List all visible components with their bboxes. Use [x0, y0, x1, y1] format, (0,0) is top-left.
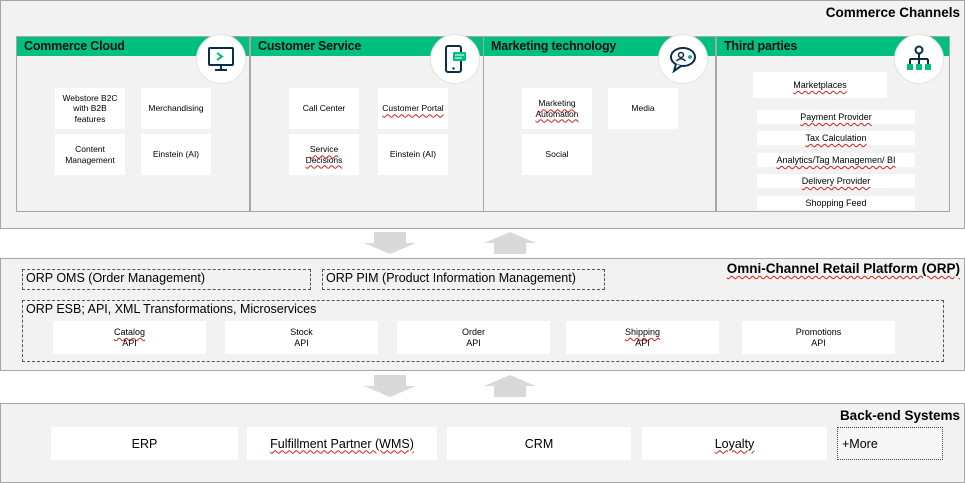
arrow-down-icon	[364, 375, 416, 397]
backend-section: Back-end Systems ERP Fulfillment Partner…	[0, 403, 965, 483]
item-delivery-provider: Delivery Provider	[757, 174, 915, 188]
item-analytics: Analytics/Tag Managemen/ BI	[757, 153, 915, 167]
column-title: Marketing technology	[491, 39, 617, 53]
backend-title: Back-end Systems	[839, 408, 960, 423]
speech-person-icon	[659, 35, 707, 83]
api-suffix: API	[122, 337, 137, 348]
item-service-decisions: Service Decisions	[289, 134, 359, 175]
commerce-channels-section: Commerce Channels Commerce Cloud Webstor…	[0, 0, 965, 229]
api-order: Order API	[397, 321, 550, 354]
orp-pim-box: ORP PIM (Product Information Management)	[322, 269, 605, 290]
monitor-icon	[197, 35, 245, 83]
api-catalog: Catalog API	[53, 321, 206, 354]
column-title: Third parties	[724, 39, 798, 53]
column-title: Commerce Cloud	[24, 39, 125, 53]
item-payment-provider: Payment Provider	[757, 110, 915, 124]
column-customer-service: Customer Service Call Center Customer Po…	[250, 35, 484, 212]
orp-title: Omni-Channel Retail Platform (ORP)	[726, 261, 960, 276]
arrow-down-icon	[364, 232, 416, 254]
column-commerce-cloud: Commerce Cloud Webstore B2C with B2B fea…	[16, 35, 250, 212]
item-shopping-feed: Shopping Feed	[757, 196, 915, 210]
item-media: Media	[608, 88, 678, 129]
column-marketing-technology: Marketing technology Marketing Automatio…	[483, 35, 716, 212]
item-call-center: Call Center	[289, 88, 359, 129]
item-social: Social	[522, 134, 592, 175]
system-more: +More	[837, 427, 943, 460]
column-header	[484, 37, 715, 56]
item-einstein: Einstein (AI)	[378, 134, 448, 175]
column-header	[17, 37, 249, 56]
api-name: Shipping	[624, 327, 661, 338]
orp-esb-label: ORP ESB; API, XML Transformations, Micro…	[26, 302, 317, 316]
item-marketplaces: Marketplaces	[753, 72, 887, 98]
api-stock: Stock API	[225, 321, 378, 354]
column-third-parties: Third parties Marketplaces Payment Provi…	[716, 35, 950, 212]
api-suffix: API	[466, 337, 481, 348]
api-suffix: API	[635, 337, 650, 348]
item-einstein: Einstein (AI)	[141, 134, 211, 175]
item-tax-calculation: Tax Calculation	[757, 131, 915, 145]
item-customer-portal: Customer Portal	[378, 88, 448, 129]
orp-section: Omni-Channel Retail Platform (ORP) ORP O…	[0, 258, 965, 371]
arrow-up-icon	[484, 232, 536, 254]
system-loyalty: Loyalty	[642, 427, 827, 460]
commerce-channels-title: Commerce Channels	[825, 5, 960, 20]
system-crm: CRM	[447, 427, 631, 460]
item-marketing-automation: Marketing Automation	[522, 88, 592, 129]
item-content-management: Content Management	[55, 134, 125, 175]
column-title: Customer Service	[258, 39, 362, 53]
system-erp: ERP	[51, 427, 238, 460]
api-promotions: Promotions API	[742, 321, 895, 354]
item-webstore: Webstore B2C with B2B features	[55, 88, 125, 129]
api-name: Catalog	[113, 327, 146, 338]
api-suffix: API	[811, 337, 826, 348]
orp-oms-box: ORP OMS (Order Management)	[22, 269, 311, 290]
api-shipping: Shipping API	[566, 321, 719, 354]
network-icon	[895, 35, 943, 83]
item-merchandising: Merchandising	[141, 88, 211, 129]
column-header	[717, 37, 949, 56]
system-fulfillment: Fulfillment Partner (WMS)	[247, 427, 437, 460]
orp-esb-box: ORP ESB; API, XML Transformations, Micro…	[22, 300, 944, 362]
api-name: Order	[461, 327, 485, 338]
arrow-up-icon	[484, 375, 536, 397]
api-name: Stock	[290, 327, 313, 338]
column-header	[251, 37, 483, 56]
api-name: Promotions	[795, 327, 842, 338]
api-suffix: API	[294, 337, 309, 348]
mobile-chat-icon	[431, 35, 479, 83]
